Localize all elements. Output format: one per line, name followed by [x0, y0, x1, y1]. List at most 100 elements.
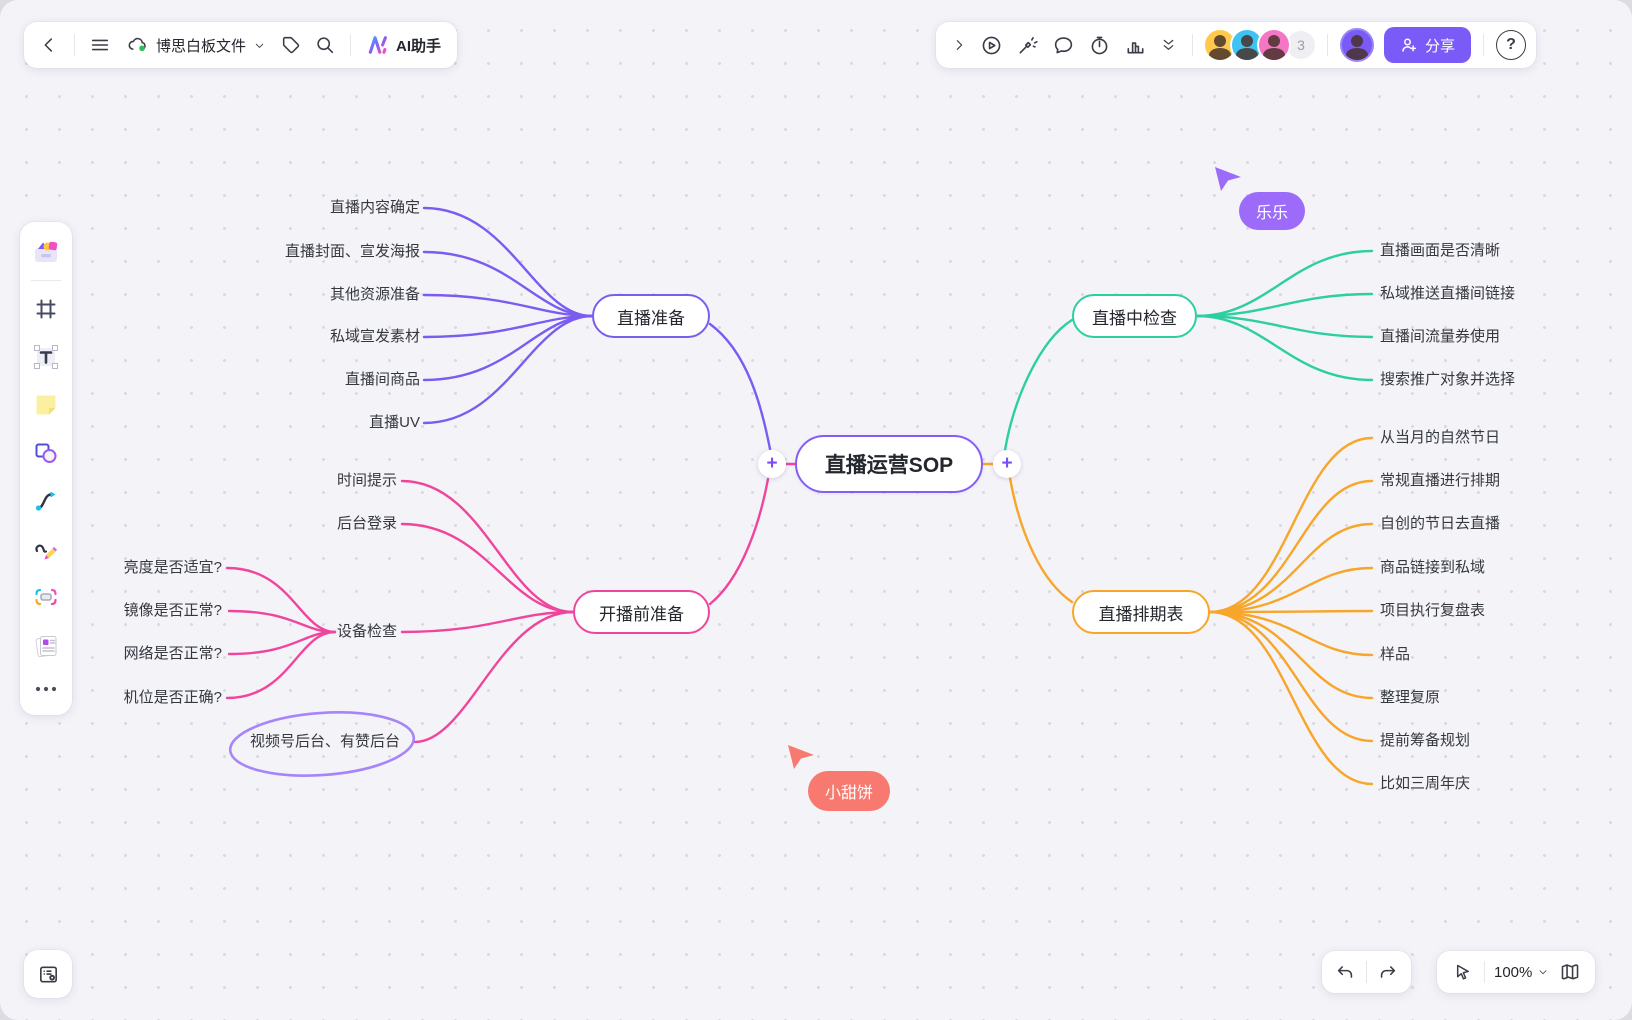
more-dots-icon: [35, 686, 57, 692]
collaborator-cursor-icon: [786, 742, 818, 777]
mindmap-leaf[interactable]: 比如三周年庆: [1380, 775, 1471, 792]
sidebar-tool-cards[interactable]: [26, 623, 66, 667]
branch-node[interactable]: 直播准备: [592, 294, 710, 338]
mindmap-leaf[interactable]: 商品链接到私域: [1380, 559, 1486, 576]
branch-node[interactable]: 直播中检查: [1072, 294, 1197, 338]
add-branch-left-button[interactable]: +: [758, 450, 786, 478]
redo-button[interactable]: [1371, 955, 1405, 989]
collaborator-avatar[interactable]: [1257, 28, 1291, 62]
sidebar-tool-mindmap[interactable]: [26, 575, 66, 619]
mindmap-leaf[interactable]: 设备检查: [336, 623, 397, 640]
main-menu-button[interactable]: [83, 28, 117, 62]
own-avatar[interactable]: [1340, 28, 1374, 62]
collapse-toolbar-button[interactable]: [946, 28, 972, 62]
cloud-sync-icon: [128, 37, 146, 52]
mindmap-leaf[interactable]: 样品: [1380, 646, 1411, 663]
help-button[interactable]: ?: [1496, 30, 1527, 60]
vote-button[interactable]: [1118, 28, 1152, 62]
mindmap-leaf[interactable]: 提前筹备规划: [1380, 732, 1471, 749]
mindmap-leaf[interactable]: 机位是否正确?: [123, 689, 222, 706]
sidebar-tool-more[interactable]: [26, 671, 66, 707]
mindmap-leaf[interactable]: 项目执行复盘表: [1380, 602, 1486, 619]
mindmap-leaf[interactable]: 镜像是否正常?: [123, 602, 222, 619]
sidebar-tool-pen[interactable]: [26, 527, 66, 571]
undo-icon: [1337, 966, 1353, 978]
file-name: 博思白板文件: [156, 37, 247, 55]
connector-icon: [35, 491, 56, 511]
zoom-level-value: 100%: [1494, 963, 1533, 981]
mindmap-leaf[interactable]: 直播画面是否清晰: [1380, 242, 1501, 259]
mindmap-leaf[interactable]: 其他资源准备: [329, 286, 420, 303]
redo-icon: [1380, 966, 1396, 978]
header-left-toolbar: 博思白板文件 AI助手: [24, 22, 458, 68]
file-name-button[interactable]: 博思白板文件: [117, 28, 274, 62]
timer-icon: [1091, 36, 1107, 54]
laser-pointer-icon: [1018, 36, 1038, 54]
collaborator-avatars[interactable]: 3: [1203, 28, 1317, 62]
mindmap-leaf[interactable]: 从当月的自然节日: [1380, 429, 1501, 446]
sidebar-tool-connector[interactable]: [26, 479, 66, 523]
highlight-ellipse: [228, 711, 416, 777]
mindmap-root-node[interactable]: 直播运营SOP: [795, 435, 983, 493]
mindmap-leaf[interactable]: 常规直播进行排期: [1380, 472, 1501, 489]
comment-button[interactable]: [1046, 28, 1080, 62]
sidebar-tool-text[interactable]: [26, 335, 66, 379]
mindmap-leaf[interactable]: 后台登录: [336, 515, 397, 532]
sidebar-tool-templates[interactable]: [26, 230, 66, 274]
branch-node[interactable]: 开播前准备: [573, 590, 710, 634]
ai-assistant-label: AI助手: [396, 37, 442, 55]
chevron-down-icon: [255, 43, 264, 48]
branch-node[interactable]: 直播排期表: [1072, 590, 1210, 634]
back-button[interactable]: [32, 28, 66, 62]
present-play-icon: [982, 36, 1000, 54]
board-panel-button[interactable]: [31, 957, 65, 991]
mindmap-leaf[interactable]: 自创的节日去直播: [1380, 515, 1501, 532]
sidebar-tool-shapes[interactable]: [26, 431, 66, 475]
ai-assistant-button[interactable]: AI助手: [359, 28, 449, 62]
mindmap-leaf[interactable]: 时间提示: [336, 472, 397, 489]
mindmap-leaf[interactable]: 直播封面、宣发海报: [284, 243, 420, 260]
collaborator-cursor-label: 乐乐: [1239, 192, 1306, 230]
timer-button[interactable]: [1082, 28, 1116, 62]
mindmap-leaf[interactable]: 直播间商品: [344, 371, 420, 388]
add-branch-right-button[interactable]: +: [993, 450, 1021, 478]
mindmap-leaf[interactable]: 私域推送直播间链接: [1380, 285, 1516, 302]
collaborator-cursor-icon: [1213, 164, 1245, 199]
mindmap-leaf[interactable]: 搜索推广对象并选择: [1380, 371, 1516, 388]
sidebar-tool-sticky-note[interactable]: [26, 383, 66, 427]
collaborator-avatar[interactable]: [1230, 28, 1264, 62]
shapes-icon: [35, 443, 57, 463]
mindmap-leaf[interactable]: 私域宣发素材: [329, 328, 420, 345]
mindmap-leaf[interactable]: 视频号后台、有赞后台: [249, 733, 400, 750]
share-label: 分享: [1425, 37, 1456, 55]
comment-icon: [1054, 36, 1072, 53]
tag-icon: [282, 36, 300, 54]
mindmap-leaf[interactable]: 网络是否正常?: [123, 645, 222, 662]
vote-chart-icon: [1126, 41, 1144, 54]
undo-button[interactable]: [1328, 955, 1362, 989]
mindmap-leaf[interactable]: 直播间流量券使用: [1380, 328, 1501, 345]
tag-button[interactable]: [274, 28, 308, 62]
bottom-left-panel: [24, 950, 72, 998]
search-button[interactable]: [308, 28, 342, 62]
collaborator-count-badge[interactable]: 3: [1285, 29, 1317, 61]
share-button[interactable]: 分享: [1384, 27, 1472, 63]
double-chevron-down-icon: [1163, 39, 1173, 50]
mindmap-leaf[interactable]: 亮度是否适宜?: [123, 559, 222, 576]
select-tool-button[interactable]: [1445, 955, 1479, 989]
sticky-note-icon: [36, 395, 56, 415]
zoom-level-dropdown[interactable]: 100%: [1490, 955, 1553, 989]
text-icon: [34, 345, 58, 369]
cursor-arrow-icon: [1456, 964, 1469, 980]
mindmap-leaf[interactable]: 直播内容确定: [329, 199, 420, 216]
sidebar-divider: [31, 280, 61, 281]
sidebar-tool-frame[interactable]: [26, 287, 66, 331]
laser-pointer-button[interactable]: [1010, 28, 1044, 62]
mindmap-leaf[interactable]: 整理复原: [1380, 689, 1441, 706]
mindmap-leaf[interactable]: 直播UV: [369, 414, 420, 431]
present-button[interactable]: [974, 28, 1008, 62]
cards-icon: [35, 635, 56, 657]
minimap-button[interactable]: [1553, 955, 1587, 989]
more-tools-button[interactable]: [1154, 28, 1182, 62]
